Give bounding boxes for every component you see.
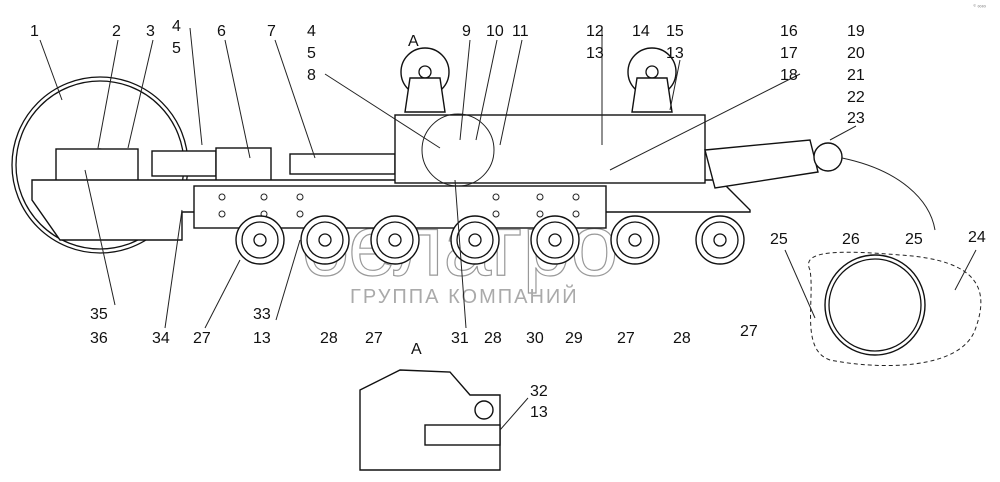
callout: 30	[526, 330, 544, 347]
track-roller	[300, 215, 350, 265]
callout: 13	[586, 45, 604, 62]
callout: 4	[307, 23, 316, 40]
callout: 6	[217, 23, 226, 40]
callout: 5	[307, 45, 316, 62]
callout: 17	[780, 45, 798, 62]
track-roller	[530, 215, 580, 265]
track-roller	[610, 215, 660, 265]
cylinder-6	[215, 147, 272, 182]
callout: 35	[90, 306, 108, 323]
leader-lines	[39, 27, 977, 431]
callout: 27	[193, 330, 211, 347]
pipe-detail	[808, 251, 982, 367]
housing-11	[394, 114, 706, 184]
callout: 4	[172, 18, 181, 35]
callout: 29	[565, 330, 583, 347]
callout: 31	[451, 330, 469, 347]
callout: 3	[146, 23, 155, 40]
callout: 13	[253, 330, 271, 347]
track-roller	[450, 215, 500, 265]
callout: 24	[968, 229, 986, 246]
arm	[704, 139, 819, 189]
callout: 20	[847, 45, 865, 62]
callout: 13	[530, 404, 548, 421]
callout-labels: 1 2 3 4 5 6 7 4 5 8 A 9 10 11 12 13 14 1…	[30, 18, 986, 421]
callout: 11	[512, 23, 529, 40]
callout: 22	[847, 89, 865, 106]
callout: 36	[90, 330, 108, 347]
cable	[841, 157, 936, 231]
callout: 28	[484, 330, 502, 347]
callout: 19	[847, 23, 865, 40]
callout: 8	[307, 67, 316, 84]
callout: 28	[320, 330, 338, 347]
track-roller	[695, 215, 745, 265]
callout: 15	[666, 23, 684, 40]
tube-7	[289, 153, 396, 175]
callout: 13	[666, 45, 684, 62]
track-roller	[235, 215, 285, 265]
callout: 34	[152, 330, 170, 347]
view-label-a: A	[408, 33, 419, 50]
callout: 5	[172, 40, 181, 57]
callout: 7	[267, 23, 276, 40]
callout: 32	[530, 383, 548, 400]
callout: 1	[30, 23, 39, 40]
corner-mark: ᵉ ∞∞	[973, 4, 986, 10]
callout: 27	[740, 323, 758, 340]
callout: 27	[365, 330, 383, 347]
callout: 18	[780, 67, 798, 84]
callout: 21	[847, 67, 865, 84]
callout: 2	[112, 23, 121, 40]
tensioner-block	[55, 148, 139, 183]
callout: 28	[673, 330, 691, 347]
track-roller	[370, 215, 420, 265]
callout: 14	[632, 23, 650, 40]
callout: 9	[462, 23, 471, 40]
callout: 27	[617, 330, 635, 347]
callout: 23	[847, 110, 865, 127]
callout: 25	[905, 231, 923, 248]
arm-joint	[813, 142, 843, 172]
section-label-a: A	[411, 341, 422, 358]
callout: 25	[770, 231, 788, 248]
callout: 12	[586, 23, 604, 40]
upper-roller-left	[400, 47, 450, 113]
bolts	[218, 193, 580, 218]
callout: 10	[486, 23, 504, 40]
section-a	[359, 369, 501, 471]
upper-roller-right	[627, 47, 677, 113]
detail-a-circle	[421, 113, 495, 187]
cylinder-rod	[151, 150, 217, 177]
callout: 26	[842, 231, 860, 248]
callout: 16	[780, 23, 798, 40]
track-rollers	[235, 215, 745, 265]
callout: 33	[253, 306, 271, 323]
